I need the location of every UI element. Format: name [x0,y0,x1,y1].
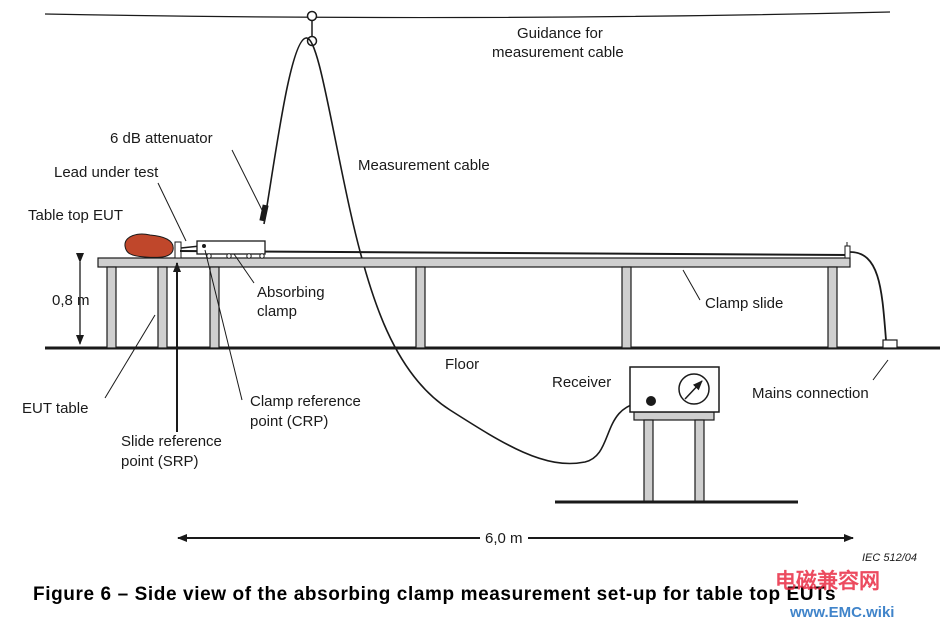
leader-attenuator [231,149,263,211]
mains-socket [882,339,898,349]
label-srp-2: point (SRP) [121,453,199,470]
label-srp-1: Slide reference [121,433,222,450]
label-mains-connection: Mains connection [752,385,869,402]
table-top-eut [124,233,174,258]
label-iec-ref: IEC 512/04 [862,552,917,564]
guidance-pulley [306,10,318,22]
lead-under-test [179,250,851,256]
watermark-url: www.EMC.wiki [789,604,894,621]
label-absorbing-clamp-1: Absorbing [257,284,325,301]
label-attenuator: 6 dB attenuator [110,130,213,147]
label-guidance-2: measurement cable [492,44,624,61]
label-distance: 6,0 m [485,530,523,547]
clamp-reference-point [202,244,206,248]
guidance-wire [44,11,891,19]
label-eut-table: EUT table [22,400,88,417]
absorbing-clamp [196,240,266,255]
leader-eut-table [104,314,156,399]
slide-reference-marker [174,241,182,259]
label-clamp-slide: Clamp slide [705,295,783,312]
label-lead-under-test: Lead under test [54,164,159,181]
label-floor: Floor [445,356,479,373]
mains-lead [849,251,887,341]
measurement-cable [263,37,646,465]
label-table-top-eut: Table top EUT [28,207,123,224]
label-crp-1: Clamp reference [250,393,361,410]
leader-mains [872,359,889,381]
leader-absorbing-clamp [233,253,255,284]
label-guidance-1: Guidance for [517,25,603,42]
label-absorbing-clamp-2: clamp [257,303,297,320]
label-measurement-cable: Measurement cable [358,157,490,174]
attenuator [259,204,269,222]
eut-table-top [97,257,851,268]
receiver-table-top [633,411,715,421]
leader-lead-under-test [157,182,187,242]
leader-clamp-slide [682,269,701,301]
leader-crp [204,249,243,401]
receiver-input-port [646,396,656,406]
watermark-chinese: 电磁兼容网 [775,569,880,593]
label-height: 0,8 m [52,292,90,309]
figure-caption: Figure 6 – Side view of the absorbing cl… [33,584,836,605]
label-crp-2: point (CRP) [250,413,328,430]
mains-plug-table [844,245,851,259]
label-receiver: Receiver [552,374,611,391]
